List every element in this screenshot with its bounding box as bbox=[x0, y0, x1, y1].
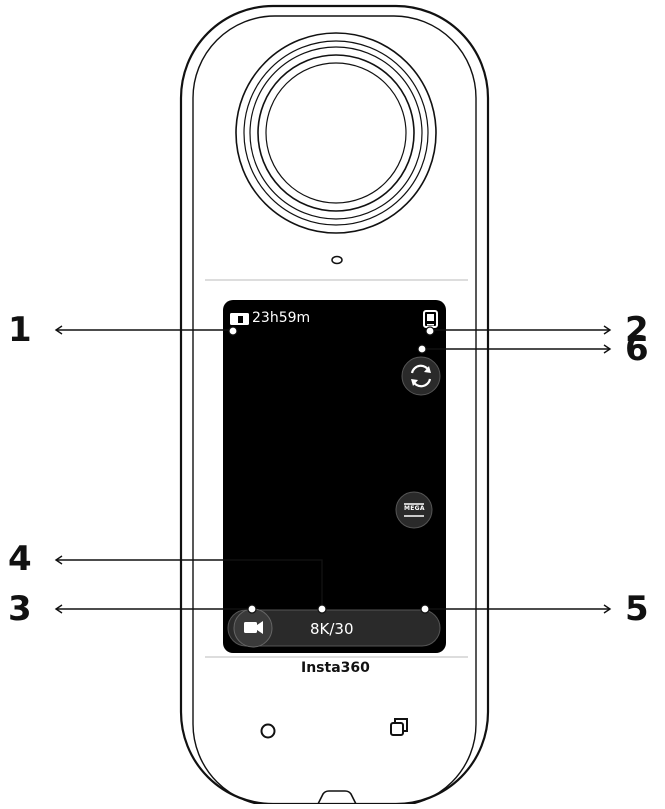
callout-4: 4 bbox=[8, 539, 32, 579]
storage-remaining: 23h59m bbox=[252, 310, 311, 326]
brand-label: Insta360 bbox=[301, 660, 370, 676]
mode-button-icon bbox=[390, 718, 408, 736]
callout-2: 2 bbox=[625, 310, 649, 350]
callout-6: 6 bbox=[625, 329, 649, 369]
callout-3: 3 bbox=[8, 589, 32, 629]
callout-1: 1 bbox=[8, 310, 32, 350]
sd-card-icon bbox=[230, 313, 249, 325]
lens-switch-circle bbox=[401, 356, 441, 396]
sensor-hole bbox=[331, 255, 343, 265]
resolution-label[interactable]: 8K/30 bbox=[310, 620, 354, 638]
lens bbox=[235, 32, 437, 234]
mega-button bbox=[395, 491, 433, 529]
mega-label[interactable]: MEGA bbox=[404, 505, 425, 512]
callout-lines bbox=[54, 325, 612, 614]
shutter-button-icon bbox=[260, 723, 276, 739]
screen bbox=[223, 300, 446, 653]
callout-5: 5 bbox=[625, 589, 649, 629]
callout-dots bbox=[228, 326, 435, 614]
video-camera-icon bbox=[244, 621, 263, 634]
resolution-bar bbox=[227, 609, 441, 647]
bottom-port bbox=[317, 790, 357, 805]
